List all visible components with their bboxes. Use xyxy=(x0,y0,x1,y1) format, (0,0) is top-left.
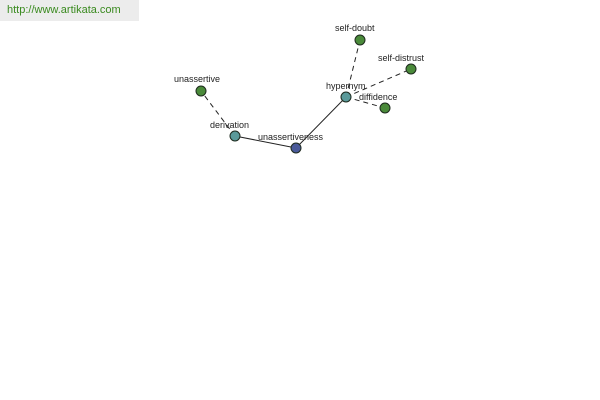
node-diffidence[interactable] xyxy=(379,102,391,114)
node-label-self-doubt[interactable]: self-doubt xyxy=(335,23,375,33)
node-hypernym[interactable] xyxy=(340,91,352,103)
graph-edges xyxy=(200,39,412,149)
node-self-doubt[interactable] xyxy=(354,34,366,46)
source-url-link[interactable]: http://www.artikata.com xyxy=(7,4,121,16)
edge-hypernym-to-self-doubt xyxy=(345,39,361,98)
node-derivation[interactable] xyxy=(229,130,241,142)
node-self-distrust[interactable] xyxy=(405,63,417,75)
node-unassertiveness[interactable] xyxy=(290,142,302,154)
edge-hypernym-to-diffidence xyxy=(345,96,386,109)
graph-nodes xyxy=(195,34,417,154)
node-label-diffidence[interactable]: diffidence xyxy=(359,92,397,102)
node-label-unassertiveness[interactable]: unassertiveness xyxy=(258,132,324,142)
node-label-self-distrust[interactable]: self-distrust xyxy=(378,53,425,63)
source-url-banner[interactable]: http://www.artikata.com xyxy=(0,0,139,21)
node-unassertive[interactable] xyxy=(195,85,207,97)
node-label-hypernym[interactable]: hypernym xyxy=(326,81,366,91)
node-label-unassertive[interactable]: unassertive xyxy=(174,74,220,84)
edge-derivation-to-unassertive xyxy=(200,90,236,137)
edge-unassertiveness-to-derivation xyxy=(234,135,297,149)
edge-unassertiveness-to-hypernym xyxy=(295,96,347,149)
node-label-derivation[interactable]: derivation xyxy=(210,120,249,130)
edge-hypernym-to-self-distrust xyxy=(345,68,412,98)
graph-labels: unassertiveness derivation hypernym unasser… xyxy=(174,23,425,142)
